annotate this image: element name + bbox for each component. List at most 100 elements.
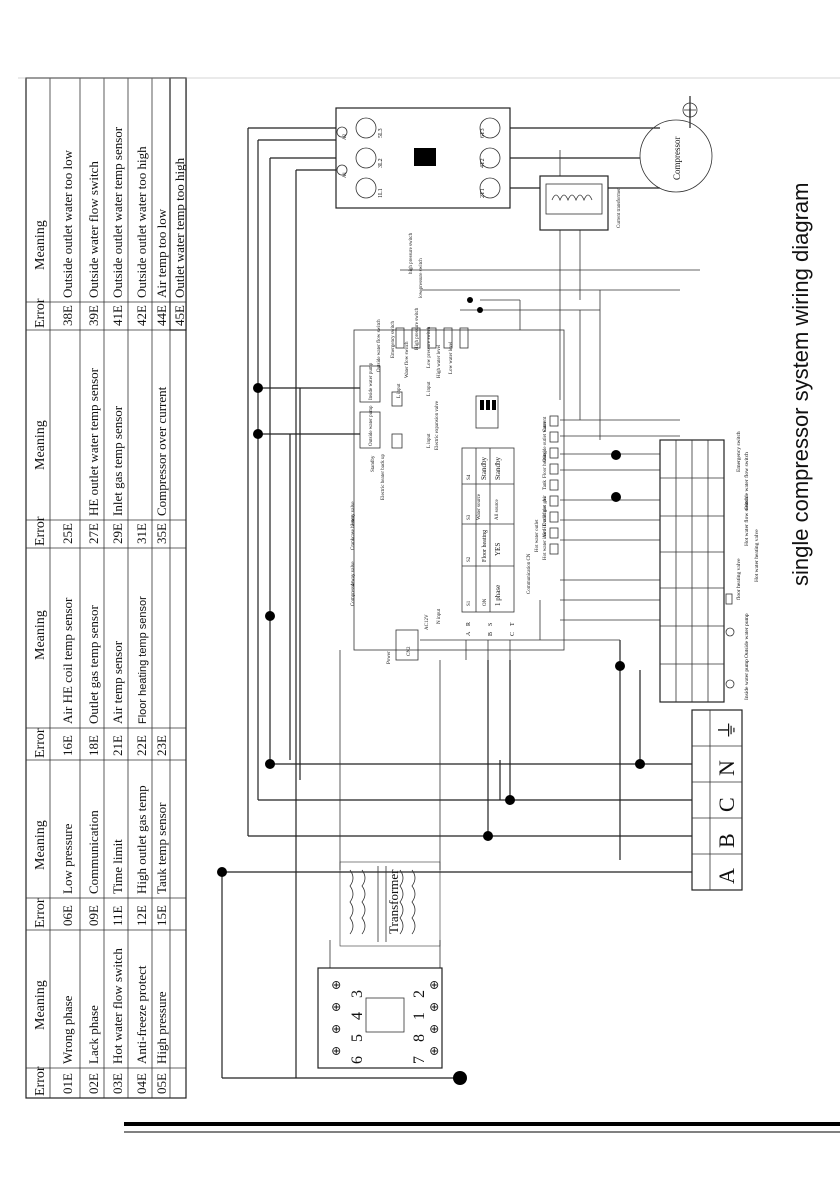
phase-label: C <box>510 632 516 636</box>
column-header-meaning: Meaning <box>33 980 48 1030</box>
terminal-label: Hot water flow switch <box>743 497 750 546</box>
sensor-label: Air HE coil <box>543 514 548 538</box>
pcb-label: Power <box>387 651 392 664</box>
screw-terminal-icon: ⊕ <box>329 980 343 990</box>
pcb-label: N input <box>437 608 442 624</box>
error-meaning: Outlet gas temp sensor <box>86 605 101 724</box>
terminal-c-label: C <box>714 797 739 812</box>
contactor-label: 2T1 <box>480 188 486 198</box>
terminal-n-label: N <box>714 760 739 776</box>
column-header-error: Error <box>33 516 48 546</box>
pcb-output-label: Outside water pump <box>369 405 374 446</box>
control-board: Inside water pump Outside water pump Sta… <box>351 232 565 664</box>
error-code: 03E <box>110 1073 125 1094</box>
sensor-terminals: Current Outside outlet water Floor heati… <box>527 415 559 594</box>
sensor-label: Current <box>543 416 548 432</box>
terminal-label: Emergency switch <box>736 431 742 472</box>
dip-switch-table: S1 ON 1 phase S2 Floor heating YES S3 Wa… <box>461 447 515 613</box>
phase-label: B <box>488 632 494 636</box>
contactor: 1L1 3L2 5L3 2T1 4T2 6T3 A1 A2 <box>335 107 511 209</box>
error-code: 39E <box>86 305 101 326</box>
contactor-label: 5L3 <box>378 128 384 138</box>
terminal-number: 1 <box>411 1012 428 1020</box>
error-meaning: Outside outlet water too high <box>134 146 149 298</box>
pcb-label: L input <box>397 383 402 398</box>
pcb-label: L input <box>427 433 432 448</box>
dip-label: ON <box>483 598 488 606</box>
error-meaning: Outside outlet water too low <box>60 149 75 298</box>
error-meaning: Lack phase <box>86 1005 101 1064</box>
error-meaning: Communication <box>86 810 101 894</box>
output-terminal-strip: Emergency switch Outside water flow swit… <box>659 431 760 703</box>
pcb-output-label: 4-way valve <box>351 561 356 586</box>
contactor-label: A2 <box>343 133 348 140</box>
error-code: 27E <box>86 523 101 544</box>
dip-label: S4 <box>467 474 472 480</box>
error-code: 29E <box>110 523 125 544</box>
dip-label: Floor heating <box>482 530 488 562</box>
error-code: 06E <box>60 905 75 926</box>
pcb-output-label: Standby <box>371 455 376 472</box>
current-transformer-label: Current transformer <box>617 188 622 228</box>
power-board: 6 5 4 3 7 8 1 2 ⊕ ⊕ ⊕ ⊕ ⊕ ⊕ ⊕ ⊕ <box>317 967 443 1069</box>
pcb-output-label: 2-way valve <box>351 501 356 526</box>
error-meaning: Air temp sensor <box>110 640 125 724</box>
diagram-title: single compressor system wiring diagram <box>788 183 813 586</box>
column-header-error: Error <box>33 898 48 928</box>
screw-terminal-icon: ⊕ <box>427 980 441 990</box>
sensor-label: Floor heating <box>543 451 548 478</box>
error-code: 23E <box>154 735 169 756</box>
error-meaning: Compressor over current <box>154 386 169 516</box>
dip-label: YES <box>494 543 502 556</box>
terminal-label: Hot water heating valve <box>754 529 760 582</box>
error-meaning: Outside water flow switch <box>86 161 101 298</box>
error-meaning: Air HE coil temp sensor <box>60 597 75 724</box>
pcb-output-label: Crankcase heater <box>351 515 356 550</box>
error-code: 45E <box>172 305 187 326</box>
screw-terminal-icon: ⊕ <box>329 1002 343 1012</box>
switch-label: Low pressure switch <box>427 326 432 368</box>
switch-label: High water level <box>437 344 442 378</box>
column-header-error: Error <box>33 728 48 758</box>
error-meaning: Time limit <box>110 839 125 894</box>
error-code: 42E <box>134 305 149 326</box>
sensor-label: Tank <box>543 480 548 490</box>
phase-label: S <box>488 623 494 626</box>
error-code: 21E <box>110 735 125 756</box>
table-header-row: Error Meaning Error Meaning Error Meanin… <box>33 220 48 1096</box>
error-meaning: Outlet water temp too high <box>172 157 187 298</box>
error-meaning: Air temp too low <box>154 208 169 298</box>
sensor-label: Hot water inlet <box>543 529 548 560</box>
phase-label: T <box>510 622 516 626</box>
error-code: 38E <box>60 305 75 326</box>
contactor-label: 6T3 <box>480 128 486 138</box>
screw-terminal-icon: ⊕ <box>427 1024 441 1034</box>
compressor-label: Compressor <box>672 137 682 181</box>
contactor-label: 4T2 <box>480 158 486 168</box>
error-code: 09E <box>86 905 101 926</box>
error-meaning: Low pressure <box>60 823 75 894</box>
sensor-label: Hot water outlet <box>535 519 540 552</box>
error-meaning: High pressure <box>154 991 169 1064</box>
error-code: 12E <box>134 905 149 926</box>
error-code: 25E <box>60 523 75 544</box>
terminal-number: 4 <box>349 1012 366 1020</box>
ground-icon: ⏚ <box>717 720 739 740</box>
power-terminal-block: A B C N ⏚ <box>691 709 743 891</box>
compressor: Compressor <box>639 96 713 193</box>
error-meaning: Tauk temp sensor <box>154 802 169 894</box>
switch-label: low pressure switch <box>419 258 424 298</box>
screw-terminal-icon: ⊕ <box>329 1046 343 1056</box>
dip-label: S2 <box>467 556 472 562</box>
terminal-number: 5 <box>349 1034 366 1042</box>
terminal-label: Outside water flow switch <box>743 452 750 510</box>
error-meaning: Inlet gas temp sensor <box>110 405 125 516</box>
column-header-meaning: Meaning <box>33 610 48 660</box>
column-header-error: Error <box>33 1066 48 1096</box>
dip-label: All source <box>495 499 500 520</box>
dip-label: S1 <box>467 600 472 606</box>
dip-label: 1 phase <box>494 585 502 606</box>
dip-label: Standby <box>480 457 488 480</box>
